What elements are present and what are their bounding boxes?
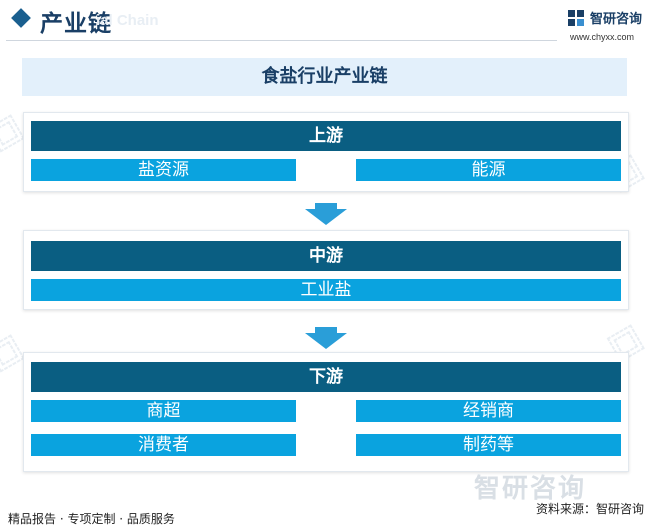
upstream-item: 盐资源 — [31, 159, 296, 181]
diagram-title: 食盐行业产业链 — [22, 58, 627, 96]
flow-arrow-icon — [305, 203, 347, 225]
header-ghost-text: ial Chain — [96, 12, 159, 29]
header-divider — [6, 40, 557, 41]
flow-arrow-icon — [305, 327, 347, 349]
midstream-panel: 中游 工业盐 — [23, 230, 629, 310]
upstream-panel: 上游 盐资源 能源 — [23, 112, 629, 192]
footer-source: 资料来源：智研咨询 — [536, 502, 645, 516]
diamond-icon — [11, 8, 31, 28]
downstream-item: 经销商 — [356, 400, 621, 422]
brand-name: 智研咨询 — [590, 12, 643, 27]
midstream-label: 中游 — [31, 241, 621, 271]
downstream-panel: 下游 商超 经销商 消费者 制药等 — [23, 352, 629, 472]
midstream-item: 工业盐 — [31, 279, 621, 301]
footer-services: 精品报告 · 专项定制 · 品质服务 — [8, 512, 175, 526]
downstream-item: 制药等 — [356, 434, 621, 456]
upstream-label: 上游 — [31, 121, 621, 151]
page-header: 产业链 ial Chain — [0, 0, 661, 44]
page-title: 产业链 — [40, 11, 112, 37]
brand-logo-icon — [568, 10, 584, 26]
upstream-item: 能源 — [356, 159, 621, 181]
brand-logo: 智研咨询 www.chyxx.com — [568, 6, 658, 46]
brand-url: www.chyxx.com — [570, 32, 635, 42]
downstream-item: 商超 — [31, 400, 296, 422]
footer-watermark: 智研咨询 — [474, 474, 587, 504]
downstream-item: 消费者 — [31, 434, 296, 456]
downstream-label: 下游 — [31, 362, 621, 392]
